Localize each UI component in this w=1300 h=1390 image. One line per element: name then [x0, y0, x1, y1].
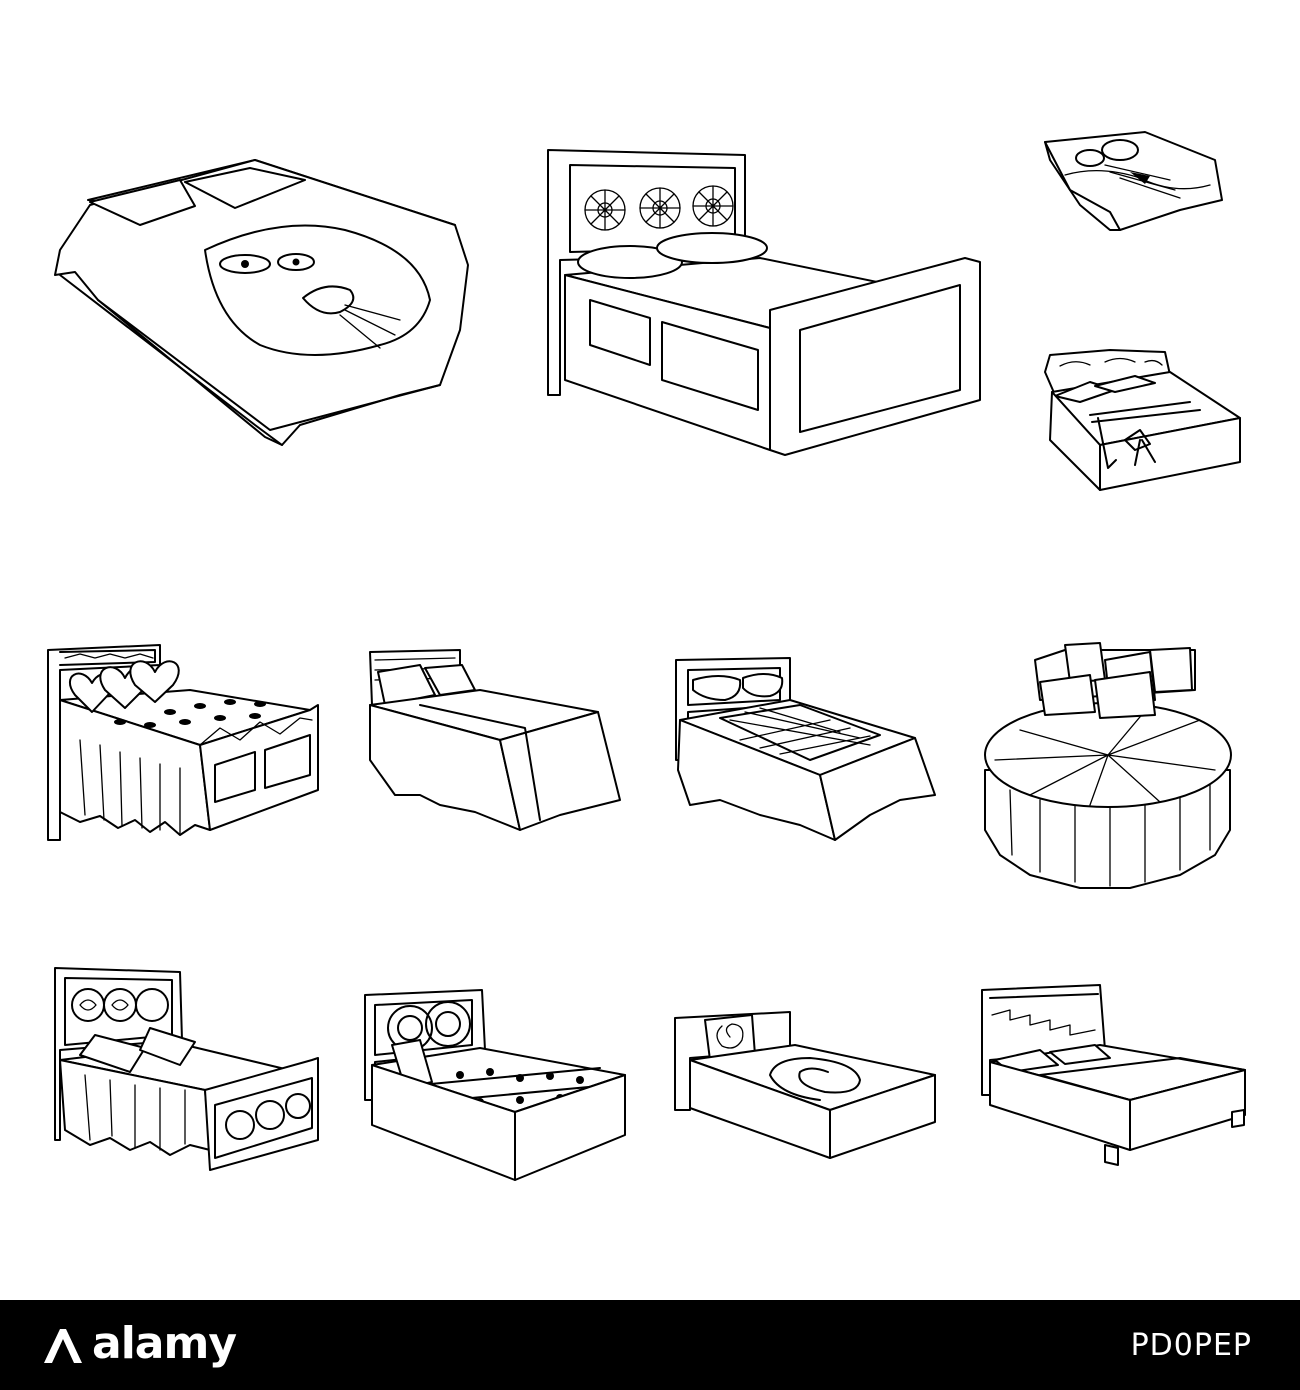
footer-bar: alamy PD0PEP	[0, 1300, 1300, 1390]
bed-modern-icon	[981, 984, 1246, 1166]
bed-spiral-icon	[674, 1011, 936, 1159]
bed-hearts-icon	[47, 644, 319, 841]
image-id: PD0PEP	[1130, 1328, 1252, 1363]
bed-bow-icon	[1044, 349, 1241, 491]
bed-plain-cover-icon	[369, 649, 621, 831]
bed-cat-blanket-icon	[54, 159, 469, 446]
bed-roll-pillow-icon	[364, 989, 626, 1181]
bed-quilted-cover-icon	[675, 657, 936, 841]
alamy-logo[interactable]: alamy	[40, 1318, 237, 1369]
bed-wrought-iron-icon	[54, 967, 319, 1171]
logo-text: alamy	[92, 1318, 237, 1369]
round-bed-icon	[984, 642, 1232, 889]
bed-flower-headboard-icon	[547, 149, 981, 456]
water-bed-icon	[1044, 131, 1223, 231]
illustration-canvas	[47, 131, 1246, 1181]
alamy-logo-icon	[44, 1329, 82, 1363]
